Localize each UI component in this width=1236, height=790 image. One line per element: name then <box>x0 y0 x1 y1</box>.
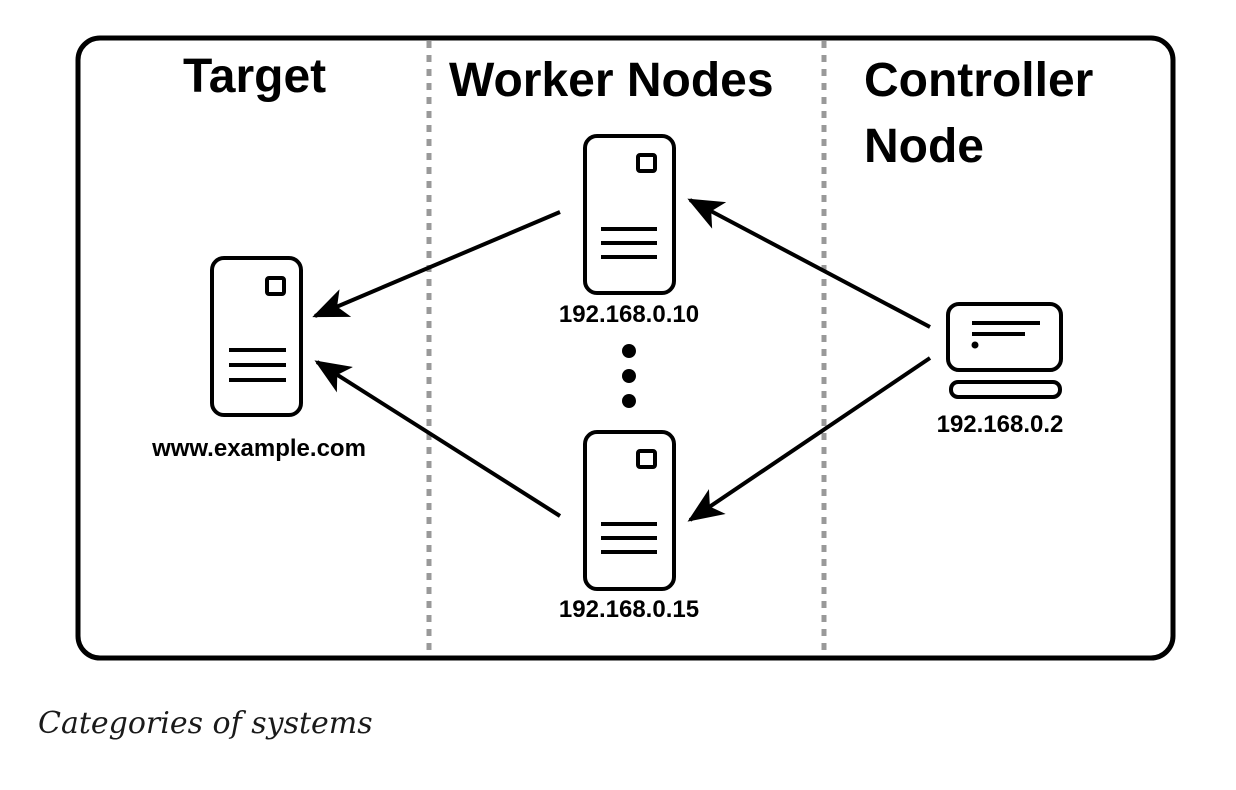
arrow-controller-to-worker-first <box>687 198 931 329</box>
section-title-workers: Worker Nodes <box>449 54 774 107</box>
server-icon <box>210 256 303 417</box>
worker-first-label: 192.168.0.10 <box>559 301 699 328</box>
section-title-controller: Controller <box>864 54 1093 107</box>
section-title-controller-line2: Node <box>864 120 984 173</box>
arrow-controller-to-worker-last <box>687 356 932 522</box>
server-icon <box>583 134 676 295</box>
controller-label: 192.168.0.2 <box>937 411 1064 438</box>
arrow-worker-last-to-target <box>314 360 562 518</box>
figure-caption: Categories of systems <box>38 706 373 741</box>
worker-last-label: 192.168.0.15 <box>559 596 699 623</box>
server-icon <box>583 430 676 591</box>
connection-arrows <box>312 198 932 522</box>
target-label: www.example.com <box>151 435 366 462</box>
laptop-icon <box>946 302 1063 399</box>
vertical-ellipsis-icon <box>622 344 636 408</box>
section-title-target: Target <box>183 50 326 103</box>
arrow-worker-first-to-target <box>312 210 561 318</box>
